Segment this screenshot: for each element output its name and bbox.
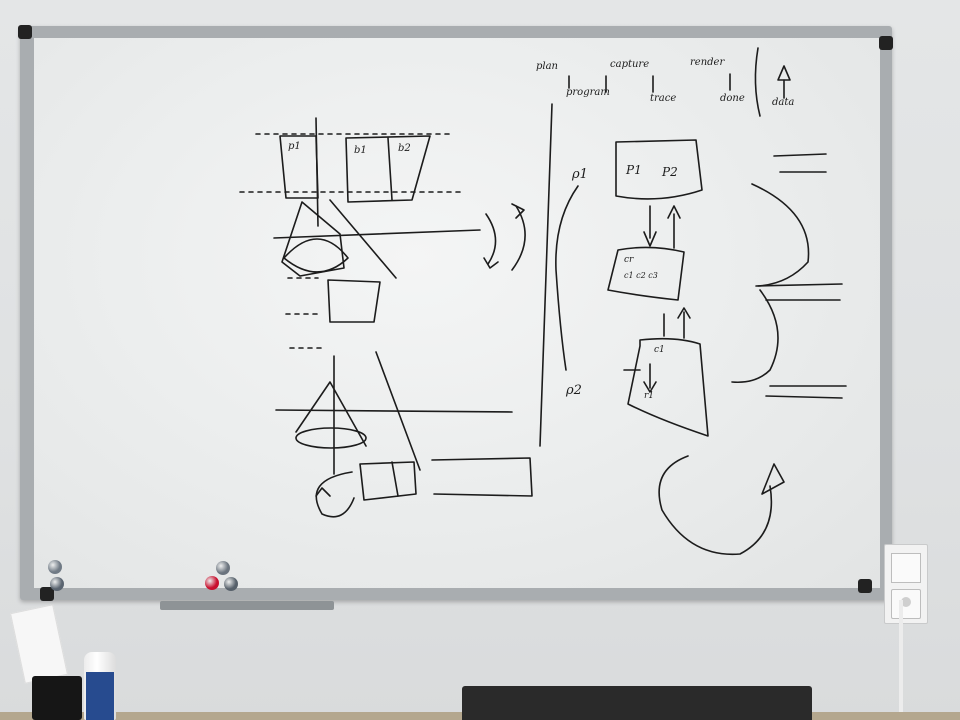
bottle-label	[86, 672, 114, 720]
label-cell-tokens: c1 c2 c3	[624, 271, 658, 280]
process-diagram	[539, 103, 709, 447]
marker-tray	[160, 601, 334, 610]
top-buffer-boxes	[239, 117, 461, 227]
label-process-p2: P2	[662, 165, 678, 179]
frame-corner-top-left	[18, 25, 32, 39]
frame-corner-bottom-right	[858, 579, 872, 593]
label-b1-top: b1	[354, 145, 367, 156]
label-cell-r1: r1	[644, 391, 655, 401]
magnet[interactable]	[216, 561, 230, 575]
magnet[interactable]	[205, 576, 219, 590]
magnet[interactable]	[224, 577, 238, 591]
frame-corner-top-right	[879, 36, 893, 50]
label-trace: trace	[650, 93, 677, 104]
label-done: done	[720, 93, 745, 104]
label-cell-c1: c1	[654, 345, 665, 355]
label-process-p1: P1	[626, 163, 642, 177]
cone-diagram	[275, 347, 533, 518]
monitor-top	[462, 686, 812, 720]
label-capture: capture	[610, 59, 650, 70]
label-render: render	[690, 57, 725, 68]
magnet[interactable]	[50, 577, 64, 591]
wall-socket-plate	[884, 544, 928, 624]
outlet-hole	[901, 597, 911, 607]
label-p1-top: p1	[288, 141, 301, 152]
whiteboard-surface	[34, 38, 880, 588]
label-plan: plan	[536, 61, 559, 72]
label-b2-top: b2	[398, 143, 411, 154]
power-cable	[899, 600, 903, 720]
frame-corner-bottom-left	[40, 587, 54, 601]
marker-cup	[32, 676, 82, 720]
eye-diagram	[273, 199, 481, 323]
power-outlet	[891, 589, 921, 619]
label-program: program	[566, 87, 610, 98]
magnet[interactable]	[48, 560, 62, 574]
label-rho2: ρ2	[566, 383, 582, 398]
label-data: data	[772, 97, 795, 108]
header-arrows	[568, 47, 791, 117]
curved-arrows	[483, 203, 526, 271]
label-rho1: ρ1	[572, 167, 588, 182]
label-cell-cr: cr	[624, 255, 634, 265]
right-curves	[658, 153, 847, 556]
light-switch[interactable]	[891, 553, 921, 583]
